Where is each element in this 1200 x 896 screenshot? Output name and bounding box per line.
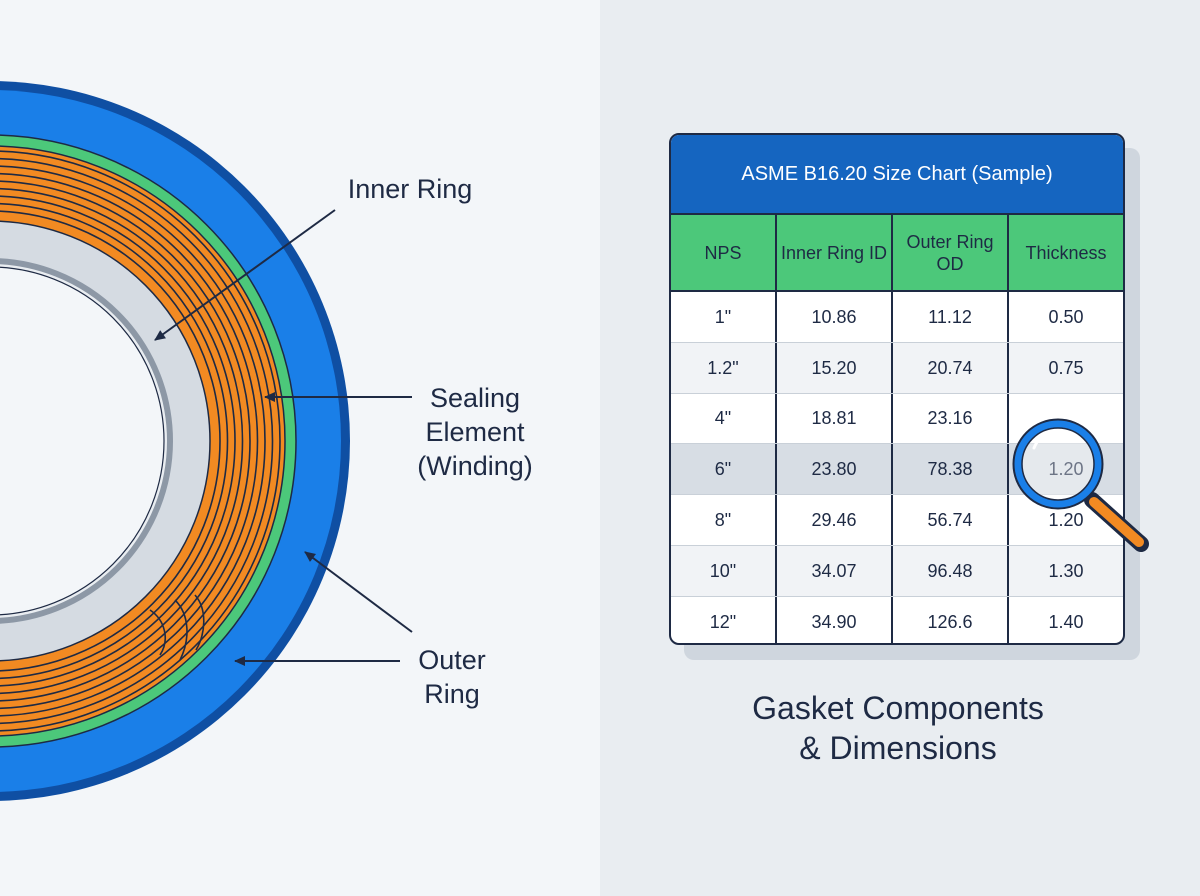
gasket-diagram: [0, 81, 413, 801]
outer-ring-label: Outer Ring: [418, 645, 486, 709]
table-row: 12" 34.90 126.6 1.40: [671, 596, 1123, 643]
cell-outer-ring-od: 96.48: [893, 545, 1009, 596]
cell-inner-ring-id: 34.90: [777, 596, 893, 643]
table-row: 1.2" 15.20 20.74 0.75: [671, 342, 1123, 394]
cell-inner-ring-id: 29.46: [777, 495, 893, 545]
header-thickness: Thickness: [1025, 242, 1107, 263]
cell-inner-ring-id: 23.80: [777, 444, 893, 495]
cell-inner-ring-id: 15.20: [777, 342, 893, 393]
cell-thickness: [1009, 394, 1123, 444]
table-header-row: NPS Inner Ring ID Outer Ring OD Thicknes…: [671, 215, 1123, 292]
cell-thickness: 1.40: [1048, 612, 1084, 633]
table-row: 8" 29.46 56.74 1.20: [671, 495, 1123, 546]
winding-line: [0, 165, 266, 717]
sealing-element-label: Sealing Element (Winding): [417, 383, 533, 481]
outer-ring-leader-1: [304, 551, 413, 633]
cell-nps: 6": [671, 444, 777, 495]
cell-inner-ring-id: 34.07: [777, 545, 893, 596]
winding-line: [0, 195, 236, 687]
inner-ring-leader: [154, 209, 336, 341]
header-inner-ring-id: Inner Ring ID: [777, 215, 893, 290]
table-row: 1" 10.86 11.12 0.50: [671, 292, 1123, 343]
cell-nps: 8": [671, 495, 777, 545]
caption: Gasket Components & Dimensions: [700, 688, 1096, 768]
inner-ring-label: Inner Ring: [347, 174, 473, 204]
table-title: ASME B16.20 Size Chart (Sample): [671, 135, 1123, 215]
winding-line: [0, 210, 221, 672]
cell-outer-ring-od: 78.38: [893, 444, 1009, 495]
table-row: 10" 34.07 96.48 1.30: [671, 545, 1123, 597]
size-chart-table: ASME B16.20 Size Chart (Sample) NPS Inne…: [669, 133, 1125, 645]
table-row-highlighted: 6" 23.80 78.38 1.20: [671, 444, 1123, 496]
winding-line: [0, 202, 229, 680]
winding-line: [0, 180, 251, 702]
winding-fold: [149, 594, 205, 661]
cell-inner-ring-id: 10.86: [777, 292, 893, 342]
caption-line-2: & Dimensions: [799, 730, 997, 766]
winding-line: [0, 150, 281, 732]
header-outer-ring-od: Outer Ring OD: [893, 215, 1009, 290]
table-row: 4" 18.81 23.16: [671, 393, 1123, 445]
header-nps: NPS: [671, 215, 777, 290]
cell-nps: 4": [671, 393, 777, 444]
cell-thickness: 0.75: [1048, 357, 1084, 378]
cell-thickness: 1.20: [1048, 459, 1084, 480]
cell-nps: 1": [671, 292, 777, 342]
caption-line-1: Gasket Components: [752, 690, 1044, 726]
winding-line: [0, 172, 259, 710]
winding-line: [0, 187, 244, 695]
cell-outer-ring-od: 11.12: [893, 292, 1009, 342]
winding-lines: [0, 150, 281, 732]
cell-outer-ring-od: 126.6: [893, 596, 1009, 643]
cell-thickness: 0.50: [1048, 306, 1084, 327]
cell-outer-ring-od: 20.74: [893, 342, 1009, 393]
cell-thickness: 1.30: [1048, 560, 1084, 581]
cell-nps: 1.2": [671, 342, 777, 393]
cell-inner-ring-id: 18.81: [777, 393, 893, 444]
cell-nps: 12": [671, 596, 777, 643]
winding-line: [0, 157, 274, 725]
cell-thickness: 1.20: [1048, 510, 1084, 531]
cell-nps: 10": [671, 545, 777, 596]
cell-outer-ring-od: 23.16: [893, 393, 1009, 444]
cell-outer-ring-od: 56.74: [893, 495, 1009, 545]
